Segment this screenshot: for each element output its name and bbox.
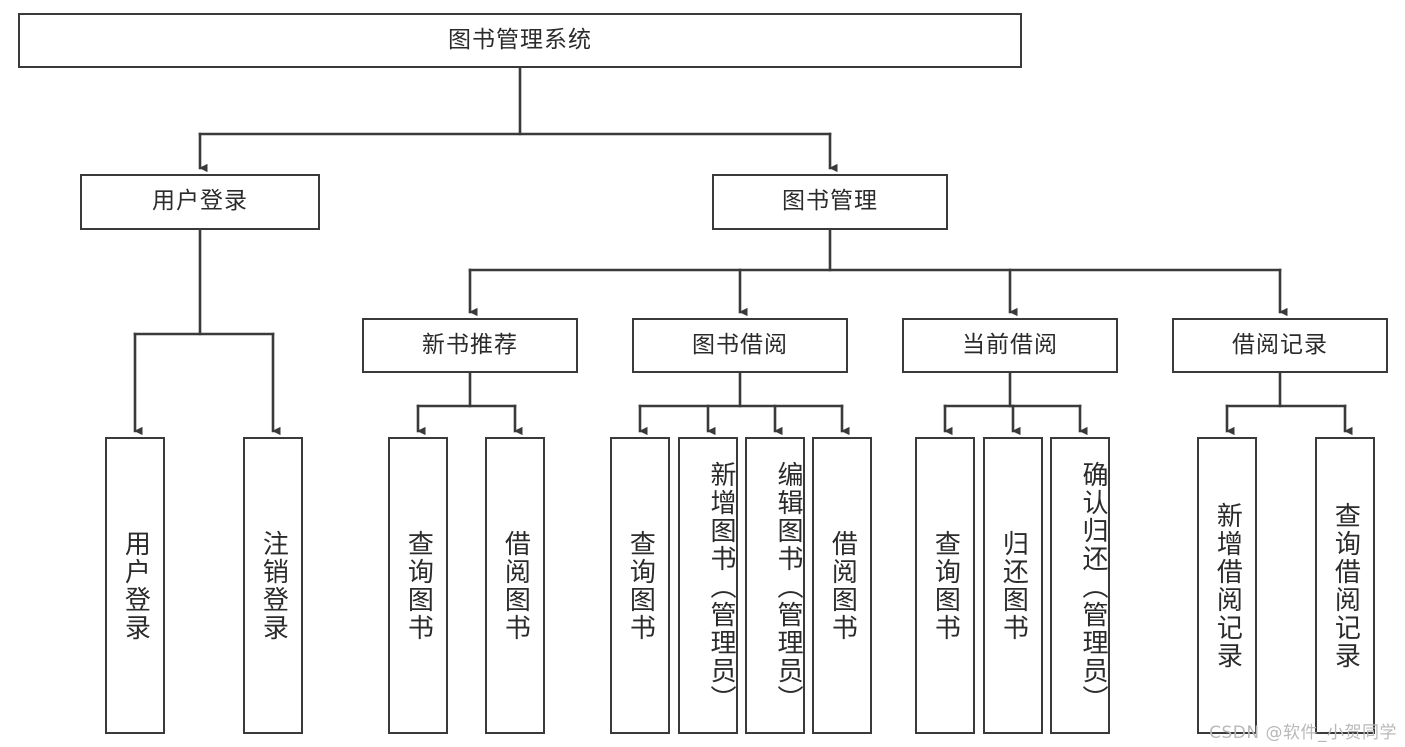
leaf-query-book-recommend[interactable]: 查询图书 — [388, 437, 448, 734]
leaf-add-book-admin[interactable]: 新增图书（管理员） — [678, 437, 738, 734]
leaf-logout-login[interactable]: 注销登录 — [243, 437, 303, 734]
leaf-confirm-return-admin[interactable]: 确认归还（管理员） — [1050, 437, 1110, 734]
node-current-borrow[interactable]: 当前借阅 — [902, 318, 1118, 373]
leaf-return-book[interactable]: 归还图书 — [983, 437, 1043, 734]
node-book-manage[interactable]: 图书管理 — [712, 174, 948, 230]
leaf-edit-book-admin[interactable]: 编辑图书（管理员） — [745, 437, 805, 734]
leaf-query-borrow-record[interactable]: 查询借阅记录 — [1315, 437, 1375, 734]
node-new-book-recommend[interactable]: 新书推荐 — [362, 318, 578, 373]
leaf-query-book-borrow[interactable]: 查询图书 — [610, 437, 670, 734]
leaf-borrow-book-borrow[interactable]: 借阅图书 — [812, 437, 872, 734]
node-borrow-record[interactable]: 借阅记录 — [1172, 318, 1388, 373]
leaf-borrow-book-recommend[interactable]: 借阅图书 — [485, 437, 545, 734]
leaf-query-book-current[interactable]: 查询图书 — [915, 437, 975, 734]
node-book-borrow[interactable]: 图书借阅 — [632, 318, 848, 373]
node-root[interactable]: 图书管理系统 — [18, 13, 1022, 68]
csdn-watermark: CSDN @软件_小贺同学 — [1209, 723, 1397, 743]
leaf-user-login[interactable]: 用户登录 — [105, 437, 165, 734]
leaf-add-borrow-record[interactable]: 新增借阅记录 — [1197, 437, 1257, 734]
node-user-login[interactable]: 用户登录 — [80, 174, 320, 230]
